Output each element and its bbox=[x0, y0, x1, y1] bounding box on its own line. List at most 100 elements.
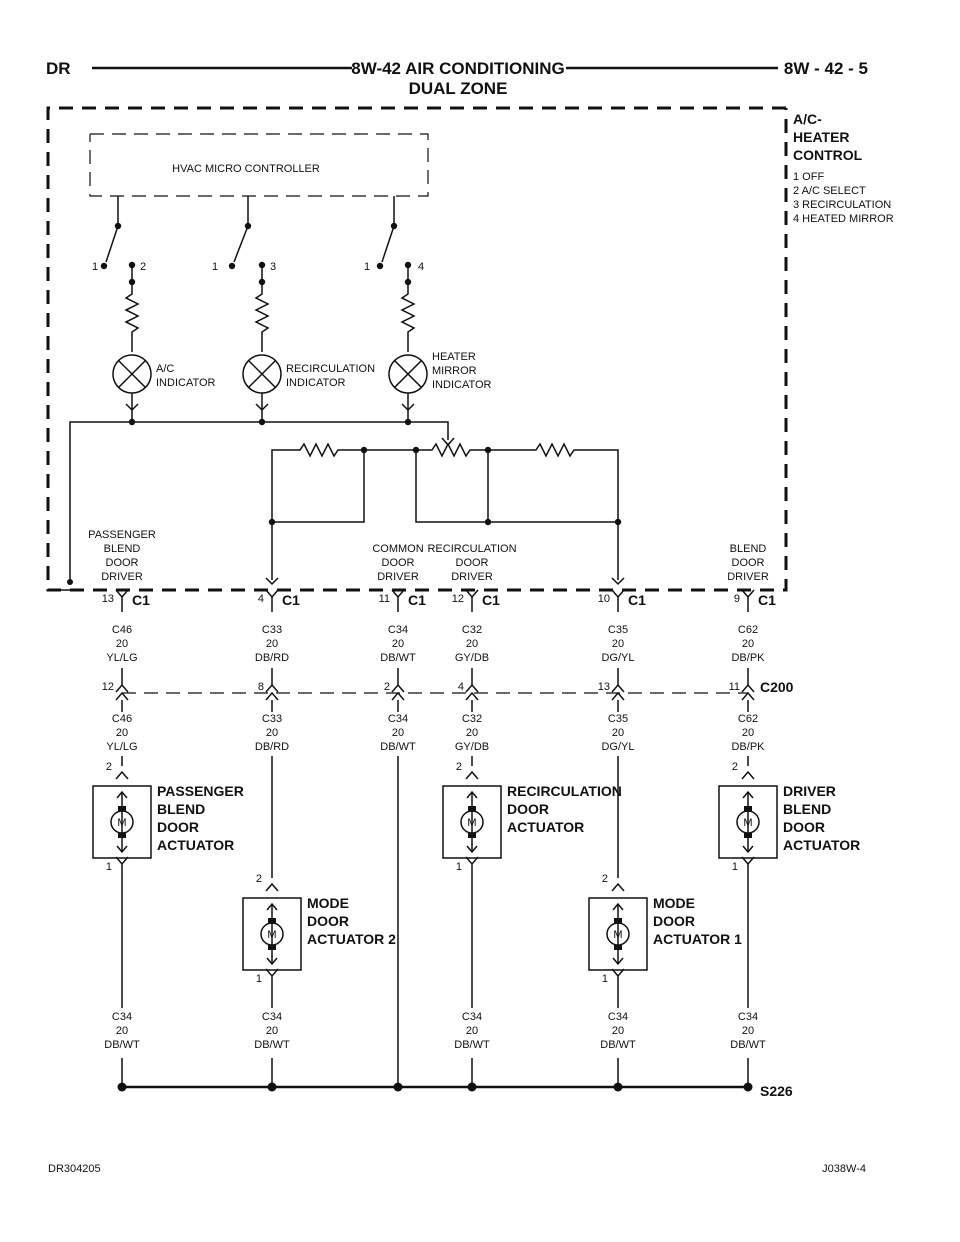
control-title-2: HEATER bbox=[793, 129, 850, 145]
c200-label: C200 bbox=[760, 679, 794, 695]
c1-label-4: C1 bbox=[482, 592, 500, 608]
wire-lower-1-1: 20 bbox=[116, 727, 128, 739]
ground-wire-3-1: 20 bbox=[466, 1025, 478, 1037]
footer-right: J038W-4 bbox=[822, 1163, 866, 1175]
c1-pin-2: 4 bbox=[258, 593, 264, 605]
resistor-heater bbox=[400, 282, 416, 352]
wire-lower-3-2: DB/WT bbox=[380, 741, 416, 753]
wire-lower-4-2: GY/DB bbox=[455, 741, 489, 753]
actuator-1-pin-top: 2 bbox=[106, 761, 112, 773]
driver-blend-l3: DRIVER bbox=[727, 571, 769, 583]
ground-wire-4-0: C34 bbox=[608, 1011, 628, 1023]
lamp-heater bbox=[388, 354, 428, 422]
actuator-1-label-2: DOOR bbox=[157, 819, 199, 835]
driver-recirc-l3: DRIVER bbox=[451, 571, 493, 583]
ground-wire-1-0: C34 bbox=[112, 1011, 132, 1023]
c200-pin-2: 8 bbox=[258, 681, 264, 693]
c1-pin-4: 12 bbox=[452, 593, 464, 605]
c1-label-1: C1 bbox=[132, 592, 150, 608]
wire-lower-2-0: C33 bbox=[262, 713, 282, 725]
control-title-1: A/C- bbox=[793, 111, 822, 127]
wire-lower-6-0: C62 bbox=[738, 713, 758, 725]
actuator-5-label-0: DRIVER bbox=[783, 783, 836, 799]
actuator-3-pin-bot: 1 bbox=[456, 861, 462, 873]
driver-passenger-l2: BLEND bbox=[104, 543, 141, 555]
wire-lower-4-1: 20 bbox=[466, 727, 478, 739]
actuator-3-label-0: RECIRCULATION bbox=[507, 783, 622, 799]
down-runs bbox=[121, 756, 749, 1092]
motor-1: M bbox=[117, 817, 126, 829]
actuator-3-label-1: DOOR bbox=[507, 801, 549, 817]
footer-left: DR304205 bbox=[48, 1163, 101, 1175]
wire-upper-5-1: 20 bbox=[612, 638, 624, 650]
ground-wire-5-1: 20 bbox=[742, 1025, 754, 1037]
wire-lower-2-2: DB/RD bbox=[255, 741, 289, 753]
ground-wires: C3420DB/WTC3420DB/WTC3420DB/WTC3420DB/WT… bbox=[104, 1011, 766, 1092]
driver-recirc-l2: DOOR bbox=[456, 557, 489, 569]
control-legend-2: 2 A/C SELECT bbox=[793, 185, 866, 197]
motor-2: M bbox=[267, 929, 276, 941]
wire-upper-6-2: DB/PK bbox=[731, 652, 765, 664]
wire-upper-2-1: 20 bbox=[266, 638, 278, 650]
switch-2-pin-a: 1 bbox=[212, 261, 218, 273]
wire-lower-2-1: 20 bbox=[266, 727, 278, 739]
actuator-5-pin-bot: 1 bbox=[732, 861, 738, 873]
actuator-1-pin-bot: 1 bbox=[106, 861, 112, 873]
hvac-micro-controller-label: HVAC MICRO CONTROLLER bbox=[172, 163, 320, 175]
wire-lower-6-1: 20 bbox=[742, 727, 754, 739]
switch-2-pin-b: 3 bbox=[270, 261, 276, 273]
switch-3-pin-a: 1 bbox=[364, 261, 370, 273]
motor-5: M bbox=[743, 817, 752, 829]
wire-upper-2-0: C33 bbox=[262, 624, 282, 636]
control-legend-1: 1 OFF bbox=[793, 171, 824, 183]
switch-2: 1 3 bbox=[212, 196, 276, 286]
wire-upper-2-2: DB/RD bbox=[255, 652, 289, 664]
switch-1-pin-a: 1 bbox=[92, 261, 98, 273]
indicator-heater-l2: MIRROR bbox=[432, 365, 477, 377]
c1-label-5: C1 bbox=[628, 592, 646, 608]
c1-pin-6: 9 bbox=[734, 593, 740, 605]
driver-blend-l1: BLEND bbox=[730, 543, 767, 555]
wire-lower-4-0: C32 bbox=[462, 713, 482, 725]
actuator-1-label-1: BLEND bbox=[157, 801, 205, 817]
wire-lower-3-0: C34 bbox=[388, 713, 408, 725]
driver-common-l1: COMMON bbox=[372, 543, 423, 555]
wire-upper-6-0: C62 bbox=[738, 624, 758, 636]
header-subtitle: DUAL ZONE bbox=[409, 79, 508, 98]
actuators: 2M1PASSENGERBLENDDOORACTUATOR2M1MODEDOOR… bbox=[92, 761, 860, 1008]
wire-upper-3-1: 20 bbox=[392, 638, 404, 650]
wire-upper-4-1: 20 bbox=[466, 638, 478, 650]
actuator-2-label-2: ACTUATOR 2 bbox=[307, 931, 396, 947]
wire-upper-1-1: 20 bbox=[116, 638, 128, 650]
wire-upper-5-0: C35 bbox=[608, 624, 628, 636]
actuator-1-label-0: PASSENGER bbox=[157, 783, 244, 799]
indicator-ac-l2: INDICATOR bbox=[156, 377, 216, 389]
ground-wire-2-1: 20 bbox=[266, 1025, 278, 1037]
indicator-ac-l1: A/C bbox=[156, 363, 174, 375]
wire-lower-3-1: 20 bbox=[392, 727, 404, 739]
ground-wire-3-0: C34 bbox=[462, 1011, 482, 1023]
actuator-2-label-0: MODE bbox=[307, 895, 349, 911]
ground-wire-4-1: 20 bbox=[612, 1025, 624, 1037]
resistor-network bbox=[265, 442, 625, 586]
actuator-3-pin-top: 2 bbox=[456, 761, 462, 773]
driver-recirc-l1: RECIRCULATION bbox=[427, 543, 516, 555]
actuator-1-label-3: ACTUATOR bbox=[157, 837, 234, 853]
actuator-4-pin-bot: 1 bbox=[602, 973, 608, 985]
c1-label-2: C1 bbox=[282, 592, 300, 608]
wire-lower-5-0: C35 bbox=[608, 713, 628, 725]
c1-label-6: C1 bbox=[758, 592, 776, 608]
c200-pin-6: 11 bbox=[729, 681, 740, 693]
wire-lower-5-1: 20 bbox=[612, 727, 624, 739]
